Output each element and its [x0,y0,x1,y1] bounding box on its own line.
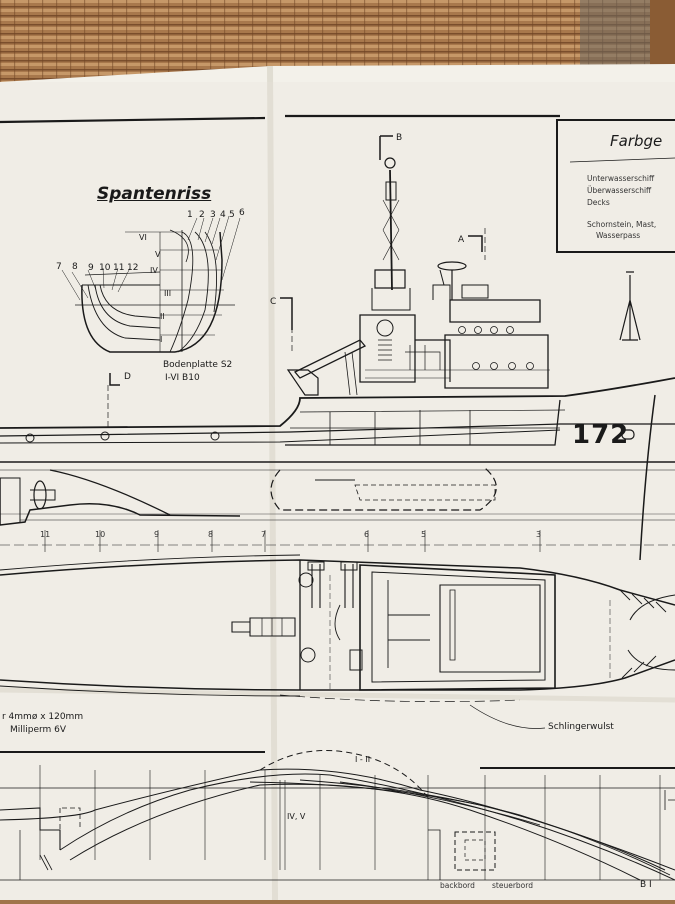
waterline-label-i: I [160,335,163,344]
legend-title: Farbge [610,132,663,150]
bamboo-mat [0,0,675,85]
frame-number-10: 10 [99,263,111,273]
waterline-label-iv: IV [150,266,158,275]
legend-item: Wasserpass [596,231,641,240]
frame-number-3: 3 [210,210,216,220]
station-number: 5 [421,530,427,539]
paper-sheet [0,64,675,901]
frame-number-2: 2 [199,210,205,220]
spec-note: r 4mmø x 120mm [2,712,84,722]
bodenplatte-range-label: I-VI B10 [165,373,200,383]
legend-item: Schornstein, Mast, [587,220,657,229]
backbord-label: backbord [440,881,475,890]
frame-number-11: 11 [113,263,125,273]
corner-label: B I [640,880,652,890]
frame-number-6: 6 [239,208,245,218]
station-number: 9 [154,530,160,539]
legend-item: Decks [587,198,610,207]
legend-item: Überwasserschiff [587,186,652,195]
section-marker-d: D [124,372,131,382]
frame-number-1: 1 [187,210,193,220]
section-marker-c: C [270,297,277,307]
hull-number: 172 [572,420,630,450]
steuerbord-label: steuerbord [492,881,533,890]
station-number: 8 [208,530,214,539]
station-number: 7 [261,530,267,539]
frame-number-5: 5 [229,210,235,220]
section-marker-b: B [396,133,403,143]
material-note: Milliperm 6V [10,725,67,735]
waterline-label-iii: III [164,289,172,298]
section-title: Spantenriss [97,184,212,204]
frame-number-12: 12 [127,263,139,273]
waterline-label-ii: II [160,312,165,321]
section-marker-a: A [458,235,465,245]
station-number: 10 [95,530,106,539]
frame-number-9: 9 [88,263,94,273]
lines-label-top: I - II [355,755,371,764]
line-art [0,114,675,881]
schlingerwulst-label: Schlingerwulst [548,722,614,732]
lines-label-mid: IV, V [287,812,306,821]
frame-number-4: 4 [220,210,226,220]
station-number: 6 [364,530,370,539]
station-number: 3 [536,530,542,539]
waterline-label-vi: VI [139,233,147,242]
station-number: 11 [40,530,51,539]
frame-number-8: 8 [72,262,78,272]
bodenplatte-label: Bodenplatte S2 [163,360,233,370]
legend-item: Unterwasserschiff [587,174,655,183]
waterline-label-v: V [155,250,161,259]
frame-number-7: 7 [56,262,62,272]
